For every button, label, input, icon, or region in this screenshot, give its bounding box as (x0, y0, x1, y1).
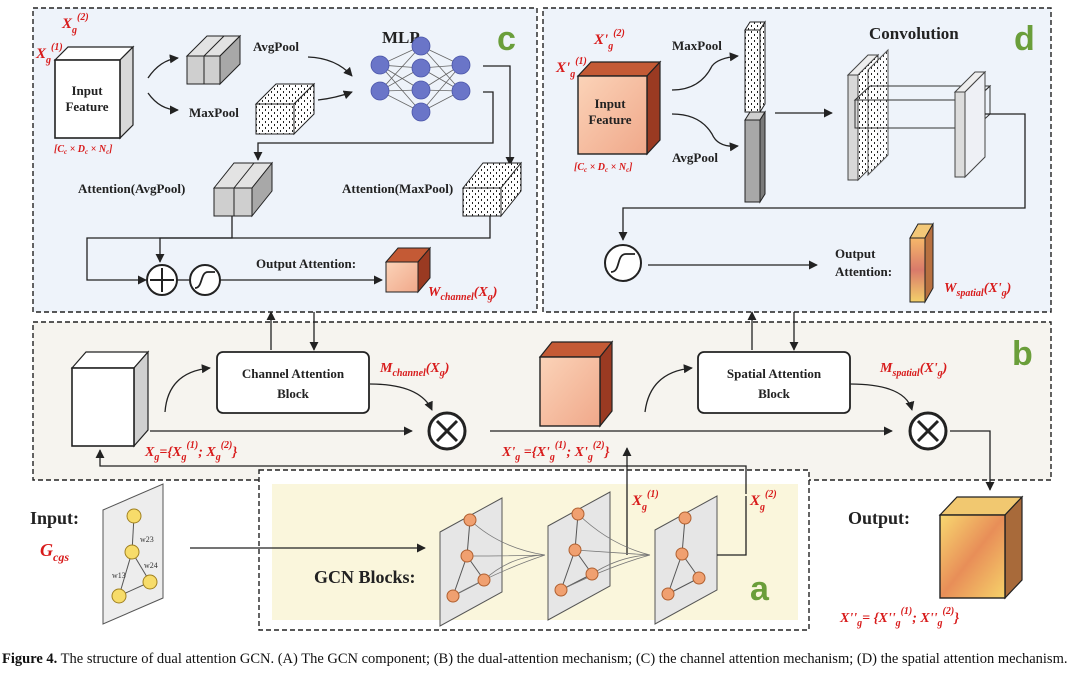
panel-a: Input: Gcgs w23 w13 w24 GCN Blocks: (30, 483, 777, 627)
gcn-sheet-1 (439, 497, 546, 627)
gcn-sheet-2 (547, 491, 651, 621)
panel-letter-c: c (497, 20, 516, 58)
dims-label-c: [Cc × Dc × Nc] (54, 144, 113, 156)
x-g2-label-a: Xg(2) (749, 489, 777, 513)
g-cgs-label: Gcgs (40, 540, 69, 564)
figure-caption-text: The structure of dual attention GCN. (A)… (57, 651, 1068, 667)
spatial-attention-block: Spatial Attention Block (697, 351, 851, 414)
gcn-blocks-label: GCN Blocks: (314, 567, 416, 587)
convolution-title: Convolution (869, 24, 959, 43)
sigmoid-icon (189, 264, 221, 296)
panel-d: Input Feature X'g(2) X'g(1) [Cc × Dc × N… (555, 20, 1026, 304)
x-g1-label-a: Xg(1) (631, 489, 659, 513)
maxpool-label-d: MaxPool (672, 38, 722, 53)
panel-letter-b: b (1012, 335, 1033, 373)
attention-avgpool-label: Attention(AvgPool) (78, 181, 185, 196)
svg-text:Feature: Feature (588, 112, 631, 127)
avgpool-slab-d (744, 110, 766, 204)
attention-maxpool-label: Attention(MaxPool) (342, 181, 453, 196)
m-channel-label: Mchannel(Xg) (379, 361, 449, 379)
panel-a-inner (272, 484, 798, 620)
output-cube (938, 495, 1024, 600)
avgpool-label-c: AvgPool (253, 39, 299, 54)
figure-caption: Figure 4. The structure of dual attentio… (2, 650, 1080, 669)
output-attention-label-d1: Output (835, 246, 876, 261)
svg-text:Channel Attention: Channel Attention (242, 366, 345, 381)
svg-text:w13: w13 (112, 571, 126, 580)
svg-text:Block: Block (277, 386, 310, 401)
input-feature-cube-d: Input Feature (576, 60, 662, 156)
intermediate-cube-b (538, 340, 614, 428)
panel-c: Input Feature Xg(2) Xg(1) [Cc × Dc × Nc]… (35, 12, 523, 303)
input-cube-b (70, 350, 150, 448)
w-channel-label: Wchannel(Xg) (428, 285, 497, 303)
svg-text:Feature: Feature (65, 99, 108, 114)
output-label: Output: (848, 508, 910, 528)
panel-letter-d: d (1014, 20, 1035, 58)
m-spatial-label: Mspatial(X'g) (879, 361, 947, 379)
xp-g1-label-d: X'g(1) (555, 56, 587, 80)
svg-text:w24: w24 (144, 561, 158, 570)
mlp-title: MLP (382, 28, 420, 47)
dims-label-d: [Cc × Dc × Nc] (574, 162, 633, 174)
input-graph-sheet: w23 w13 w24 (102, 483, 164, 625)
w-spatial-label: Wspatial(X'g) (944, 281, 1011, 299)
multiply-icon-1 (427, 411, 467, 451)
svg-text:w23: w23 (140, 535, 154, 544)
channel-attention-block: Channel Attention Block (216, 351, 370, 414)
input-label: Input: (30, 508, 79, 528)
gcn-sheet-3 (654, 495, 718, 625)
svg-text:Input: Input (71, 83, 103, 98)
figure-caption-prefix: Figure 4. (2, 651, 58, 667)
x-g2-label-c: Xg(2) (61, 12, 89, 36)
x-g1-label-c: Xg(1) (35, 42, 63, 66)
output-section: Output: X''g= {X''g(1); X''g(2)} (839, 495, 1024, 629)
maxpool-label-c: MaxPool (189, 105, 239, 120)
xpg-definition: X'g ={X'g(1); X'g(2)} (501, 440, 610, 463)
output-attention-label-c: Output Attention: (256, 256, 356, 271)
output-attention-cube-c (384, 246, 432, 294)
maxpool-slab-d (744, 20, 766, 114)
spatial-attention-slab (909, 222, 934, 304)
xg-definition: Xg={Xg(1); Xg(2)} (144, 440, 237, 463)
input-feature-cube-c: Input Feature (53, 45, 135, 140)
svg-text:Block: Block (758, 386, 791, 401)
panel-letter-a: a (750, 570, 770, 608)
xp-g2-label-d: X'g(2) (593, 28, 625, 52)
convolution-block (846, 48, 992, 182)
attention-maxpool-box (461, 161, 523, 218)
output-definition: X''g= {X''g(1); X''g(2)} (839, 606, 959, 629)
avgpool-box-c (185, 34, 242, 86)
output-attention-label-d2: Attention: (835, 264, 892, 279)
sigmoid-icon-d (604, 244, 642, 282)
svg-text:Input: Input (594, 96, 626, 111)
maxpool-box-c (254, 82, 316, 136)
svg-text:Spatial Attention: Spatial Attention (727, 366, 822, 381)
mlp-network (370, 36, 471, 122)
plus-icon (146, 264, 178, 296)
attention-avgpool-box (212, 161, 274, 218)
multiply-icon-2 (908, 411, 948, 451)
avgpool-label-d: AvgPool (672, 150, 718, 165)
panel-b: Channel Attention Block Mchannel(Xg) Xg=… (70, 340, 948, 463)
